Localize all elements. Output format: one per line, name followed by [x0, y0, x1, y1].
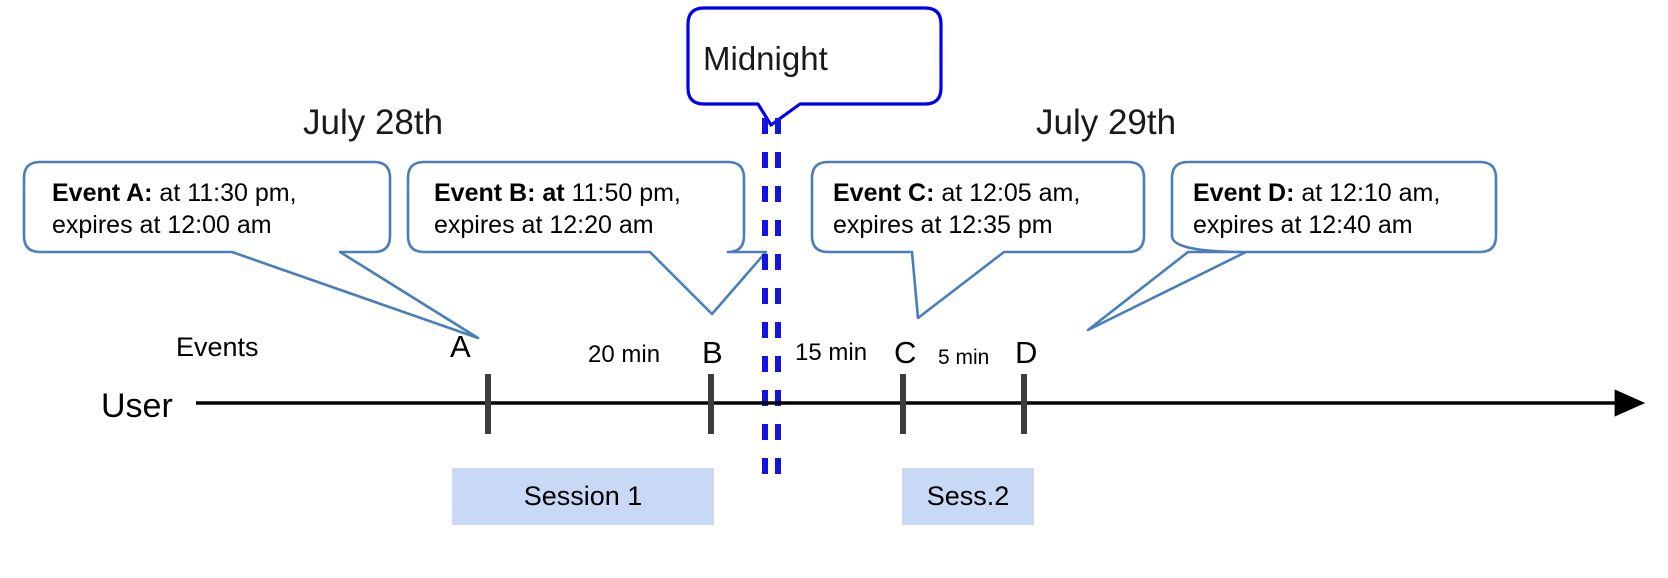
- event-c-line1-rest: at 12:05 am,: [934, 179, 1081, 207]
- interval-label-b-c: 15 min: [795, 339, 868, 366]
- event-b-line2: expires at 12:20 am: [434, 211, 654, 239]
- event-d-callout-text: Event D: at 12:10 am, expires at 12:40 a…: [1193, 177, 1440, 241]
- session-block-1: Session 1: [452, 468, 714, 525]
- session-block-1-label: Session 1: [523, 481, 643, 511]
- user-row-label: User: [101, 387, 173, 425]
- event-c-callout-text: Event C: at 12:05 am, expires at 12:35 p…: [833, 177, 1080, 241]
- tick-letter-b: B: [702, 335, 723, 370]
- tick-letter-a: A: [450, 329, 471, 364]
- event-c-line2: expires at 12:35 pm: [833, 211, 1053, 239]
- event-a-line2: expires at 12:00 am: [52, 211, 272, 239]
- event-a-callout-text: Event A: at 11:30 pm, expires at 12:00 a…: [52, 177, 297, 241]
- tick-letter-d: D: [1015, 335, 1038, 370]
- event-d-line1-rest: at 12:10 am,: [1294, 179, 1441, 207]
- events-row-label: Events: [176, 332, 259, 362]
- event-a-line1-rest: at 11:30 pm,: [152, 179, 297, 207]
- tick-letter-c: C: [894, 335, 917, 370]
- day-label-july-29: July 29th: [1036, 103, 1177, 142]
- event-d-bold: Event D:: [1193, 179, 1295, 207]
- midnight-label: Midnight: [703, 40, 828, 77]
- event-c-bold: Event C:: [833, 179, 935, 207]
- axis-tick-marks: [485, 374, 1027, 434]
- event-b-line1-rest: 11:50 pm,: [564, 179, 681, 207]
- interval-label-a-b: 20 min: [588, 341, 661, 368]
- session-block-2-label: Sess.2: [926, 481, 1010, 511]
- midnight-dashed-line: [762, 118, 781, 478]
- event-b-callout-text: Event B: at 11:50 pm, expires at 12:20 a…: [434, 177, 681, 241]
- event-b-bold: Event B: at: [434, 179, 565, 207]
- day-label-july-28: July 28th: [303, 103, 444, 142]
- interval-label-c-d: 5 min: [938, 346, 990, 369]
- session-block-2: Sess.2: [902, 468, 1034, 525]
- event-d-line2: expires at 12:40 am: [1193, 211, 1413, 239]
- event-a-bold: Event A:: [52, 179, 153, 207]
